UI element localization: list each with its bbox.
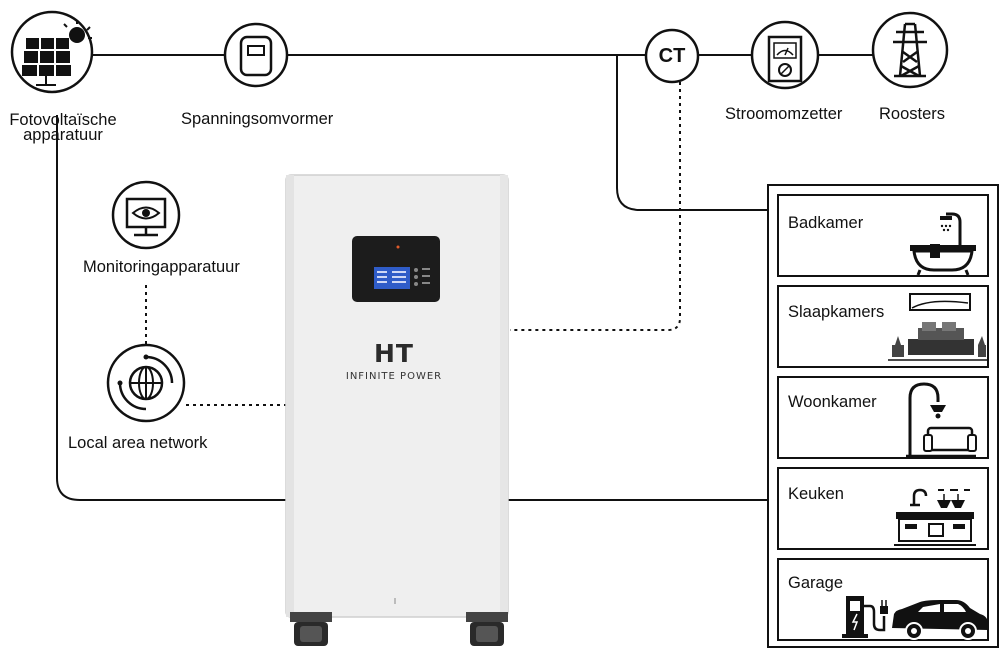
pv-to-battery-line <box>56 115 290 501</box>
solar-panel-sun-icon <box>10 10 94 94</box>
bedroom-icon <box>888 293 988 361</box>
living-room-icon <box>906 382 977 458</box>
bathtub-icon <box>910 212 976 276</box>
room-label-woonkamer: Woonkamer <box>788 393 877 411</box>
inverter-icon <box>223 22 289 88</box>
data-lines <box>145 82 681 406</box>
ct-to-battery-dashed-line <box>510 82 681 331</box>
power-tower-icon <box>871 11 949 89</box>
kitchen-icon <box>894 488 976 546</box>
inverter-label: Spanningsomvormer <box>181 110 334 128</box>
room-label-garage: Garage <box>788 574 844 592</box>
lan-label: Local area network <box>68 434 208 452</box>
room-label-keuken: Keuken <box>788 485 844 503</box>
ev-charger-car-icon <box>842 596 988 640</box>
monitoring-label: Monitoringapparatuur <box>83 258 240 276</box>
battery-tagline: INFINITE POWER <box>345 371 443 382</box>
room-box-badkamer <box>777 194 989 277</box>
pv-label: Fotovoltaïsche apparatuur <box>9 111 117 144</box>
monitor-eye-icon <box>111 180 181 250</box>
ct-label: CT <box>658 45 686 67</box>
room-label-badkamer: Badkamer <box>788 214 864 232</box>
grid-label: Roosters <box>879 105 946 123</box>
room-label-slaapkamers: Slaapkamers <box>788 303 885 321</box>
meter-label: Stroomomzetter <box>725 105 843 123</box>
battery-cabinet <box>285 174 509 646</box>
network-globe-icon <box>106 343 186 423</box>
meter-icon <box>750 20 820 90</box>
bus-to-house-line <box>616 55 778 211</box>
battery-brand-logo: HT <box>374 339 414 368</box>
ct-circle <box>644 28 700 84</box>
